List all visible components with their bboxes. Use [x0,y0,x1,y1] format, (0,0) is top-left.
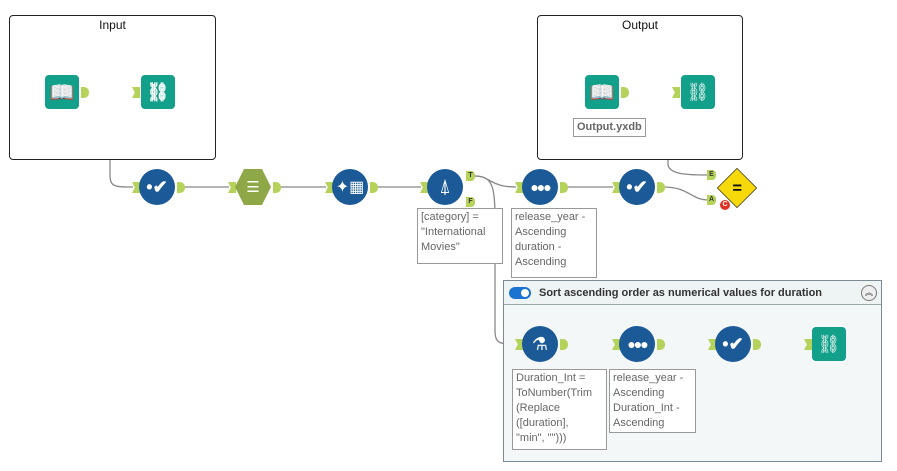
output-data-tool[interactable]: 📖 [585,75,619,109]
test-equals-icon: = [732,178,742,197]
input-data-tool[interactable]: 📖 [45,75,79,109]
book-icon: 📖 [49,81,75,104]
formula-tool[interactable]: ⚗ [522,326,558,362]
filter-false-anchor[interactable]: F [466,197,475,207]
input-anchor[interactable] [804,339,812,350]
select-tool[interactable]: •✔ [715,326,751,362]
filter-annotation: [category] = "International Movies" [417,208,503,264]
input-anchor[interactable] [325,182,333,193]
select-tool[interactable]: •✔ [139,169,175,205]
container-title: Sort ascending order as numerical values… [539,286,823,299]
input-anchor[interactable] [132,87,140,98]
data-cleansing-tool[interactable]: ☰ [235,169,271,205]
sort-tool[interactable]: ●●● [522,169,558,205]
input-anchor[interactable] [708,339,716,350]
auto-field-icon: ✦▦ [335,179,365,196]
output-anchor[interactable] [621,87,629,98]
output-anchor[interactable] [560,182,568,193]
input-anchor[interactable] [672,87,680,98]
browse-tool[interactable]: ⛓ [681,75,715,109]
data-cleansing-icon: ☰ [246,179,260,196]
output-container-title: Output [621,18,659,32]
cache-badge: C [720,200,730,210]
input-anchor[interactable] [228,182,236,193]
output-anchor[interactable] [370,182,378,193]
sort-icon: ●●● [627,336,648,352]
filter-tool[interactable]: ⍋ [427,169,463,205]
binoculars-icon: ⛓ [817,333,841,354]
output-anchor[interactable] [753,339,761,350]
wire [662,186,710,201]
input-container[interactable]: Input [9,15,216,160]
auto-field-tool[interactable]: ✦▦ [332,169,368,205]
collapse-button[interactable]: ︽ [861,285,877,301]
checkmark-select-icon: •✔ [626,176,648,197]
output-anchor[interactable] [657,182,665,193]
formula-annotation: Duration_Int = ToNumber(Trim (Replace ([… [512,369,607,450]
browse-tool[interactable]: ⛓ [812,327,846,361]
output-anchor[interactable] [177,182,185,193]
input-anchor[interactable] [612,182,620,193]
container-header: Sort ascending order as numerical values… [504,281,881,305]
checkmark-select-icon: •✔ [722,333,744,354]
input-container-title: Input [99,18,126,32]
binoculars-icon: ⛓ [146,81,170,102]
output-annotation: Output.yxdb [573,118,646,137]
output-anchor[interactable] [81,87,89,98]
binoculars-icon: ⛓ [686,81,710,102]
filter-true-anchor[interactable]: T [466,171,475,181]
output-anchor[interactable] [657,339,665,350]
test-e-anchor[interactable]: E [707,170,716,180]
book-icon: 📖 [589,81,615,104]
output-anchor[interactable] [560,339,568,350]
container-enable-toggle[interactable] [509,286,531,299]
input-anchor[interactable] [612,339,620,350]
sort-annotation: release_year - Ascending Duration_Int - … [609,369,696,433]
input-anchor[interactable] [515,182,523,193]
formula-flask-icon: ⚗ [531,333,549,354]
browse-tool[interactable]: ⛓ [141,75,175,109]
input-anchor[interactable] [515,339,523,350]
sort-icon: ●●● [530,179,551,195]
input-anchor[interactable] [132,182,140,193]
sort-annotation: release_year - Ascending duration - Asce… [511,208,597,278]
test-a-anchor[interactable]: A [707,195,716,205]
checkmark-select-icon: •✔ [146,176,168,197]
filter-icon: ⍋ [439,175,451,198]
select-tool[interactable]: •✔ [619,169,655,205]
wire [474,175,517,188]
output-anchor[interactable] [273,182,281,193]
input-anchor[interactable] [420,182,428,193]
sort-tool[interactable]: ●●● [619,326,655,362]
